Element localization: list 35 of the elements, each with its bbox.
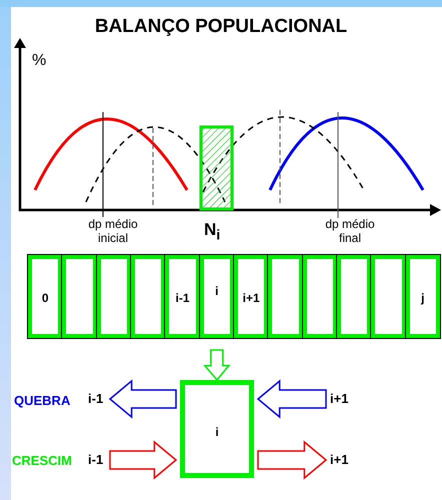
size-class-cell bbox=[268, 255, 303, 338]
block-arrow bbox=[108, 379, 177, 419]
size-class-cell bbox=[165, 255, 200, 338]
axis-annotation: dp médio inicial bbox=[87, 217, 139, 245]
cell-label: i-1 bbox=[174, 291, 190, 305]
title: BALANÇO POPULACIONAL bbox=[94, 16, 348, 38]
class-label: i-1 bbox=[88, 451, 106, 469]
size-class-cell bbox=[28, 255, 62, 338]
class-label: i+1 bbox=[330, 451, 354, 469]
process-label: CRESCIM bbox=[12, 453, 72, 468]
cell-label: i+1 bbox=[242, 291, 261, 305]
size-class-cell bbox=[371, 255, 406, 338]
class-label: i+1 bbox=[330, 390, 354, 408]
size-class-box bbox=[180, 380, 254, 478]
size-class-cell bbox=[337, 255, 372, 338]
size-class-cell bbox=[96, 255, 131, 338]
axis-label: % bbox=[32, 52, 46, 70]
cell-label: i bbox=[214, 284, 220, 298]
size-class-cell bbox=[200, 255, 234, 338]
size-class-cell bbox=[62, 255, 97, 338]
block-arrow bbox=[256, 379, 327, 419]
block-arrow bbox=[109, 440, 178, 480]
process-label: QUEBRA bbox=[14, 393, 70, 408]
size-class-cell bbox=[302, 255, 337, 338]
bin-label: N$_{i}$ bbox=[204, 220, 220, 244]
cell-label: j bbox=[420, 291, 426, 305]
block-arrow bbox=[257, 440, 328, 480]
axis-annotation: dp médio final bbox=[324, 217, 376, 245]
class-label: i-1 bbox=[88, 390, 106, 408]
size-class-cell bbox=[234, 255, 268, 338]
block-arrow bbox=[203, 349, 230, 382]
size-class-cell bbox=[406, 255, 440, 338]
size-class-cell bbox=[131, 255, 166, 338]
cell-label: 0 bbox=[40, 291, 50, 305]
cell-label: i bbox=[214, 425, 220, 439]
